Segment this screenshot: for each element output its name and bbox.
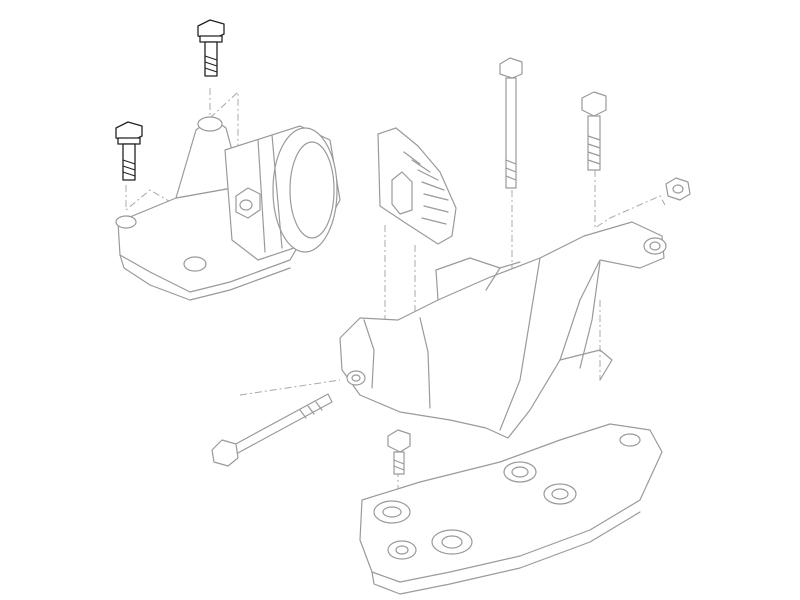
- hex-nut: [665, 177, 691, 201]
- vertical-bolt-tall: [499, 57, 523, 189]
- bolt-lower: [387, 429, 411, 475]
- long-through-bolt: [211, 393, 333, 467]
- heat-shield-plate: [377, 127, 457, 245]
- mount-bracket: [339, 221, 667, 439]
- lower-support-plate: [359, 423, 663, 595]
- bolt-top-left-b: [115, 121, 143, 181]
- bolt-top-left-a: [197, 19, 225, 77]
- engine-mount-upper: [115, 116, 341, 301]
- vertical-bolt-right: [581, 91, 607, 171]
